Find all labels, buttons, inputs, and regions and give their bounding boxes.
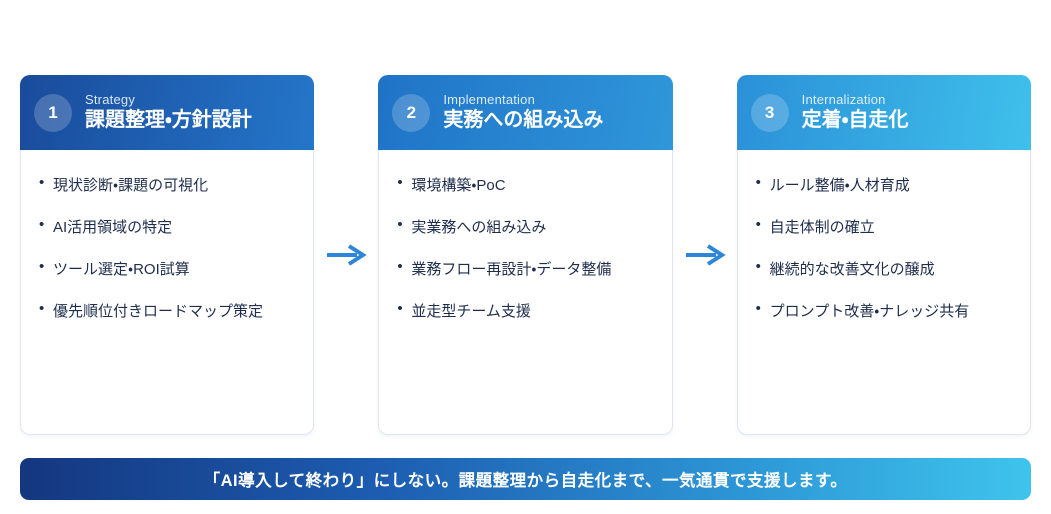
- list-item: プロンプト改善・ナレッジ共有: [756, 300, 1012, 321]
- step-card-body: ルール整備・人材育成 自走体制の確立 継続的な改善文化の醸成 プロンプト改善・ナ…: [736, 150, 1031, 435]
- step-title: 定着・自走化: [801, 109, 909, 132]
- list-item: 継続的な改善文化の醸成: [756, 258, 1012, 279]
- step-item-list: 現状診断・課題の可視化 AI活用領域の特定 ツール選定・ROI試算 優先順位付き…: [39, 174, 295, 321]
- summary-banner-text: 「AI導入して終わり」にしない。課題整理から自走化まで、一気通貫で支援します。: [203, 472, 848, 490]
- step-label: Implementation: [443, 91, 536, 107]
- list-item: 優先順位付きロードマップ策定: [39, 300, 295, 321]
- list-item: 並走型チーム支援: [397, 300, 653, 321]
- list-item: 現状診断・課題の可視化: [39, 174, 295, 195]
- step-header-text: Strategy 課題整理・方針設計: [85, 92, 252, 133]
- right-arrow-icon: [685, 244, 726, 266]
- step-header-text: Internalization 定着・自走化: [802, 92, 909, 133]
- step-label: Internalization: [801, 91, 886, 107]
- step-label: Strategy: [85, 91, 136, 107]
- arrow-step1-to-step2: [314, 75, 378, 435]
- step-card-body: 現状診断・課題の可視化 AI活用領域の特定 ツール選定・ROI試算 優先順位付き…: [20, 150, 315, 435]
- right-arrow-icon: [327, 244, 368, 266]
- step-card-header: 3 Internalization 定着・自走化: [736, 75, 1031, 150]
- step-card-implementation: 2 Implementation 実務への組み込み 環境構築・PoC 実業務への…: [378, 75, 673, 435]
- step-title: 課題整理・方針設計: [85, 109, 252, 132]
- list-item: ツール選定・ROI試算: [39, 258, 295, 279]
- list-item: 実業務への組み込み: [397, 216, 653, 237]
- step-number-badge: 2: [392, 93, 431, 132]
- list-item: ルール整備・人材育成: [756, 174, 1012, 195]
- process-steps-row: 1 Strategy 課題整理・方針設計 現状診断・課題の可視化 AI活用領域の…: [20, 75, 1031, 435]
- step-item-list: 環境構築・PoC 実業務への組み込み 業務フロー再設計・データ整備 並走型チーム…: [397, 174, 653, 321]
- step-card-strategy: 1 Strategy 課題整理・方針設計 現状診断・課題の可視化 AI活用領域の…: [20, 75, 315, 435]
- list-item: 自走体制の確立: [756, 216, 1012, 237]
- step-header-text: Implementation 実務への組み込み: [443, 92, 603, 133]
- step-item-list: ルール整備・人材育成 自走体制の確立 継続的な改善文化の醸成 プロンプト改善・ナ…: [756, 174, 1012, 321]
- step-card-internalization: 3 Internalization 定着・自走化 ルール整備・人材育成 自走体制…: [736, 75, 1031, 435]
- summary-banner: 「AI導入して終わり」にしない。課題整理から自走化まで、一気通貫で支援します。: [20, 458, 1031, 500]
- step-title: 実務への組み込み: [443, 109, 604, 132]
- list-item: 環境構築・PoC: [397, 174, 653, 195]
- step-card-body: 環境構築・PoC 実業務への組み込み 業務フロー再設計・データ整備 並走型チーム…: [378, 150, 673, 435]
- step-card-header: 1 Strategy 課題整理・方針設計: [20, 75, 315, 150]
- list-item: 業務フロー再設計・データ整備: [397, 258, 653, 279]
- step-number-badge: 3: [750, 93, 789, 132]
- list-item: AI活用領域の特定: [39, 216, 295, 237]
- arrow-step2-to-step3: [673, 75, 737, 435]
- step-card-header: 2 Implementation 実務への組み込み: [378, 75, 673, 150]
- step-number-badge: 1: [34, 93, 72, 132]
